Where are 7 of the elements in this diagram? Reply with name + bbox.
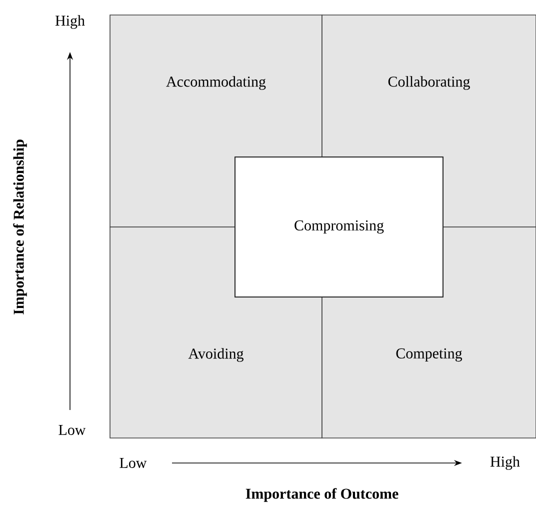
axis-label: High — [490, 456, 520, 470]
axis-label: Low — [120, 458, 147, 468]
axis-title: Importance of Outcome — [246, 488, 398, 502]
center-box: Compromising — [234, 156, 444, 298]
axis-label: Low — [58, 425, 86, 435]
axis-title: Importance of Relationship — [13, 140, 27, 314]
axis-label: High — [55, 15, 85, 29]
